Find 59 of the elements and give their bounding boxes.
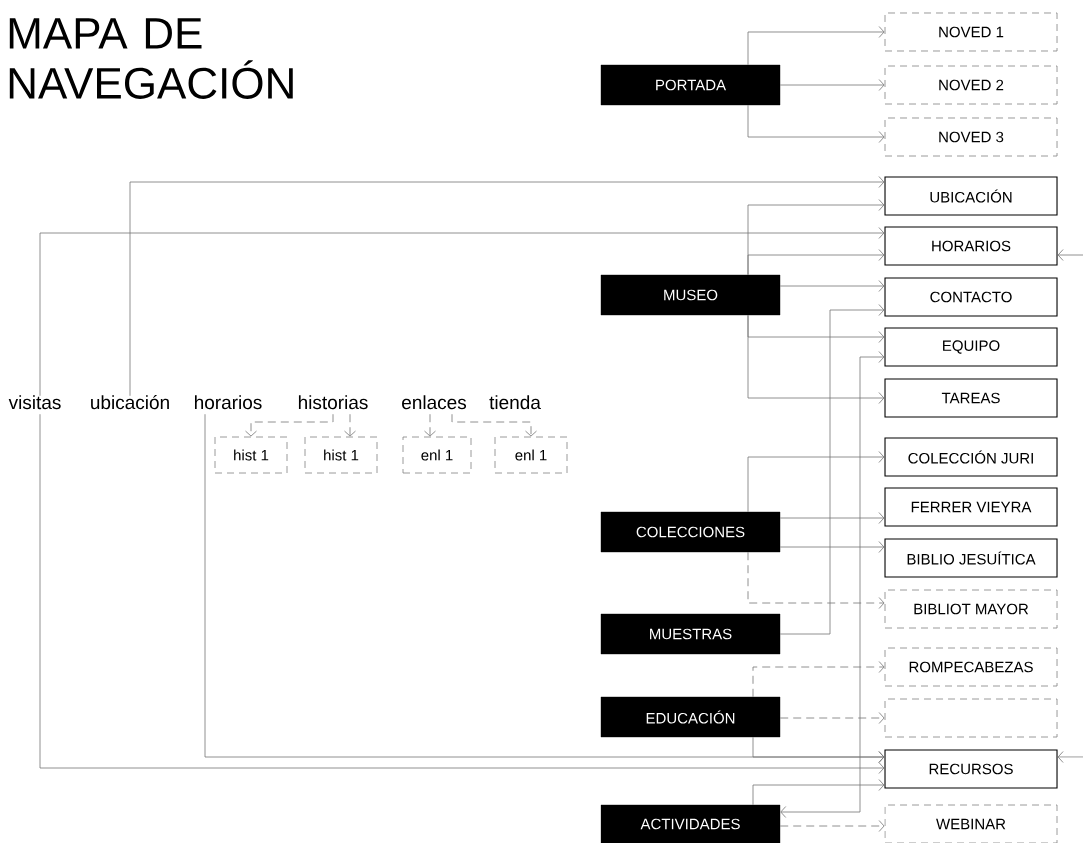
planned-page-box: hist 1 [304,436,378,474]
arrow [747,26,885,66]
arrow [451,413,537,437]
arrow [779,512,885,524]
page-box: HORARIOS [884,226,1058,266]
menu-item-label: enlaces [402,395,467,410]
arrow [779,820,885,832]
planned-page-box: enl 1 [402,436,472,474]
planned-page-box [884,698,1058,738]
arrow [752,779,885,806]
planned-page-box: NOVED 3 [884,117,1058,157]
menu-item-label: visitas [8,395,61,410]
arrow [39,227,885,397]
arrow [747,104,885,143]
planned-page-box: WEBINAR [884,804,1058,843]
menu-item-label: horarios [195,395,262,410]
planned-page-box: ROMPECABEZAS [884,647,1058,687]
arrow [780,351,885,818]
arrow [1057,751,1083,763]
planned-page-box: NOVED 2 [884,65,1058,105]
page-box: UBICACIÓN [884,176,1058,216]
page-box: EQUIPO [884,327,1058,367]
section-box: EDUCACIÓN [600,696,781,738]
page-box: CONTACTO [884,277,1058,317]
arrow [779,712,885,724]
section-box: MUESTRAS [600,613,781,655]
arrow [752,736,885,763]
planned-page-box: hist 1 [214,436,288,474]
arrow [779,304,885,635]
arrow [779,280,885,292]
section-box: PORTADA [600,64,781,106]
page-box: TAREAS [884,378,1058,418]
arrow [747,249,885,276]
page-box: BIBLIO JESUÍTICA [884,538,1058,578]
arrow [39,413,885,774]
section-box: ACTIVIDADES [600,804,781,843]
arrow [424,413,436,437]
title: MAPA DE NAVEGACIÓN [9,18,293,99]
page-box: COLECCIÓN JURI [884,437,1058,477]
arrow [779,541,885,553]
menu-item-label: historias [298,395,368,410]
page-box: FERRER VIEYRA [884,487,1058,527]
arrow [747,451,885,513]
section-box: MUSEO [600,274,781,316]
section-box: COLECCIONES [600,511,781,553]
arrow [344,413,356,437]
arrow [245,413,334,437]
arrow [747,551,885,609]
planned-page-box: enl 1 [494,436,568,474]
planned-page-box: NOVED 1 [884,12,1058,52]
page-box: RECURSOS [884,749,1058,789]
planned-page-box: BIBLIOT MAYOR [884,589,1058,629]
menu-item-label: tienda [489,395,541,410]
arrow [747,314,885,404]
arrow [129,176,885,397]
arrow [1057,249,1083,261]
arrow [752,661,885,698]
arrow [779,79,885,91]
menu-item-label: ubicación [91,395,169,410]
